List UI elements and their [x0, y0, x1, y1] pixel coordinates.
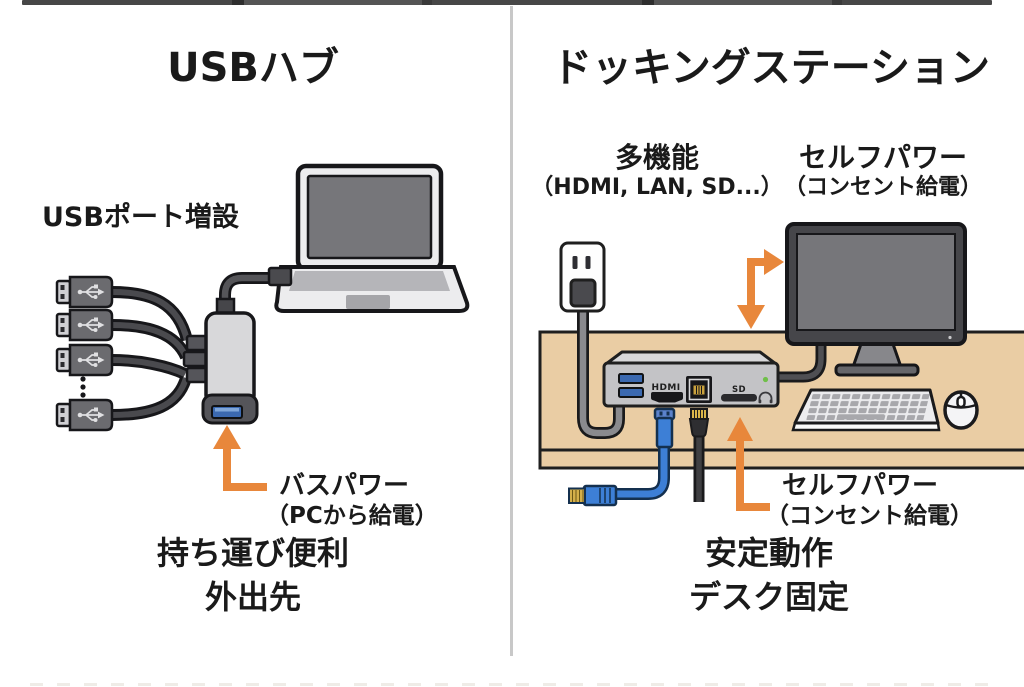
ellipsis-dots — [80, 376, 86, 398]
self-power-arrow — [727, 417, 770, 511]
dock-usb-port-2 — [618, 387, 644, 398]
bus-power-arrow — [213, 425, 267, 491]
multifunction-label: 多機能 — [614, 141, 699, 174]
usb-port-label: USBポート増設 — [42, 202, 239, 233]
monitor-base — [834, 363, 920, 377]
bus-power-sub: （PCから給電） — [266, 503, 438, 529]
dock-usb-port-1 — [618, 373, 644, 384]
laptop-screen — [306, 174, 433, 260]
mouse — [943, 390, 979, 430]
dock: HDMI SD — [602, 350, 780, 408]
monitor-dock-arrow — [737, 249, 784, 329]
monitor-power-led — [948, 335, 952, 340]
self-power-bottom-label: セルフパワー — [782, 471, 939, 501]
left-benefit-2: 外出先 — [204, 578, 301, 616]
right-title: ドッキングステーション — [552, 45, 990, 91]
lan-cable — [688, 408, 710, 502]
power-led — [762, 376, 769, 383]
hdmi-port — [651, 392, 683, 403]
center-divider — [510, 6, 513, 656]
left-title: USBハブ — [167, 45, 339, 91]
hub-powered-port — [211, 405, 243, 419]
usb-plugs — [55, 275, 114, 432]
right-benefit-2: デスク固定 — [688, 578, 849, 616]
hdmi-label: HDMI — [652, 383, 681, 393]
self-power-top-label: セルフパワー — [798, 141, 967, 174]
laptop-trackpad — [346, 295, 390, 309]
power-plug — [569, 278, 597, 308]
bus-power-label: バスパワー — [279, 471, 410, 501]
sd-label: SD — [732, 385, 746, 395]
dock-to-monitor-cable — [777, 341, 827, 383]
self-power-bottom-sub: （コンセント給電） — [766, 503, 973, 529]
sd-slot — [721, 394, 757, 402]
blue-usb-cable — [568, 407, 676, 507]
usb-hub-illustration — [55, 163, 470, 491]
monitor-screen — [796, 233, 956, 331]
spacebar — [836, 414, 885, 420]
docking-station-illustration: HDMI SD — [538, 222, 1024, 511]
right-benefit-1: 安定動作 — [704, 534, 833, 572]
hub-to-laptop-cable — [219, 266, 293, 305]
laptop — [274, 163, 470, 313]
keyboard — [791, 388, 941, 432]
hub-port-tongue — [215, 408, 239, 412]
monitor — [785, 222, 967, 377]
lan-plug-pins — [690, 408, 708, 420]
top-crop-strip — [22, 0, 992, 5]
usb-cables — [111, 286, 193, 421]
bottom-crop-strip — [30, 683, 994, 686]
left-benefit-1: 持ち運び便利 — [156, 534, 349, 572]
usb-hub — [201, 297, 259, 425]
power-cable — [577, 300, 625, 439]
lan-port — [686, 376, 712, 403]
laptop-keyboard — [289, 271, 450, 291]
hub-side-connectors — [182, 334, 210, 384]
laptop-port-connector — [267, 266, 293, 287]
lan-plug-body — [688, 418, 710, 438]
wall-outlet — [559, 241, 606, 313]
multifunction-sub: （HDMI, LAN, SD...） — [531, 175, 783, 200]
scroll-wheel — [956, 395, 966, 409]
self-power-top-sub: （コンセント給電） — [783, 175, 982, 200]
headphone-icon — [758, 391, 773, 404]
